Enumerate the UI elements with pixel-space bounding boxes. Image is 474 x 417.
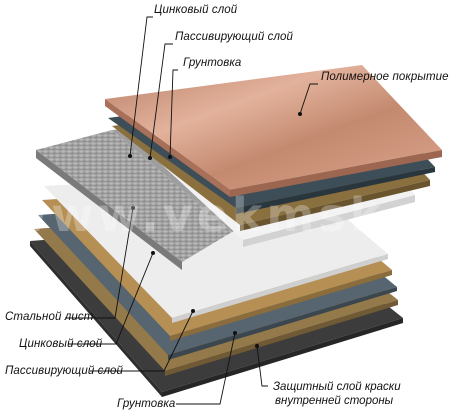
label-steel-sheet: Стальной лист xyxy=(5,311,94,323)
label-primer-top: Грунтовка xyxy=(183,57,242,69)
leader-lines xyxy=(65,16,318,405)
label-protective-paint-line1: Защитный слой краски xyxy=(273,381,401,393)
label-primer-bottom: Грунтовка xyxy=(117,398,176,410)
leader-dots xyxy=(128,112,302,348)
label-polymer-coating: Полимерное покрытие xyxy=(321,71,449,83)
label-protective-paint-line2: внутренней стороны xyxy=(275,395,394,407)
label-passivation-bottom: Пассивирующий слой xyxy=(5,365,124,377)
watermark-text: www.vekmsk.ru xyxy=(4,188,470,242)
label-zinc-bottom: Цинковый слой xyxy=(19,338,103,350)
label-zinc-top: Цинковый слой xyxy=(154,4,238,16)
label-passivation-top: Пассивирующий слой xyxy=(175,31,294,43)
polymer-coating-layer xyxy=(105,65,442,197)
label-protective-paint: Защитный слой краски внутренней стороны xyxy=(273,380,401,408)
